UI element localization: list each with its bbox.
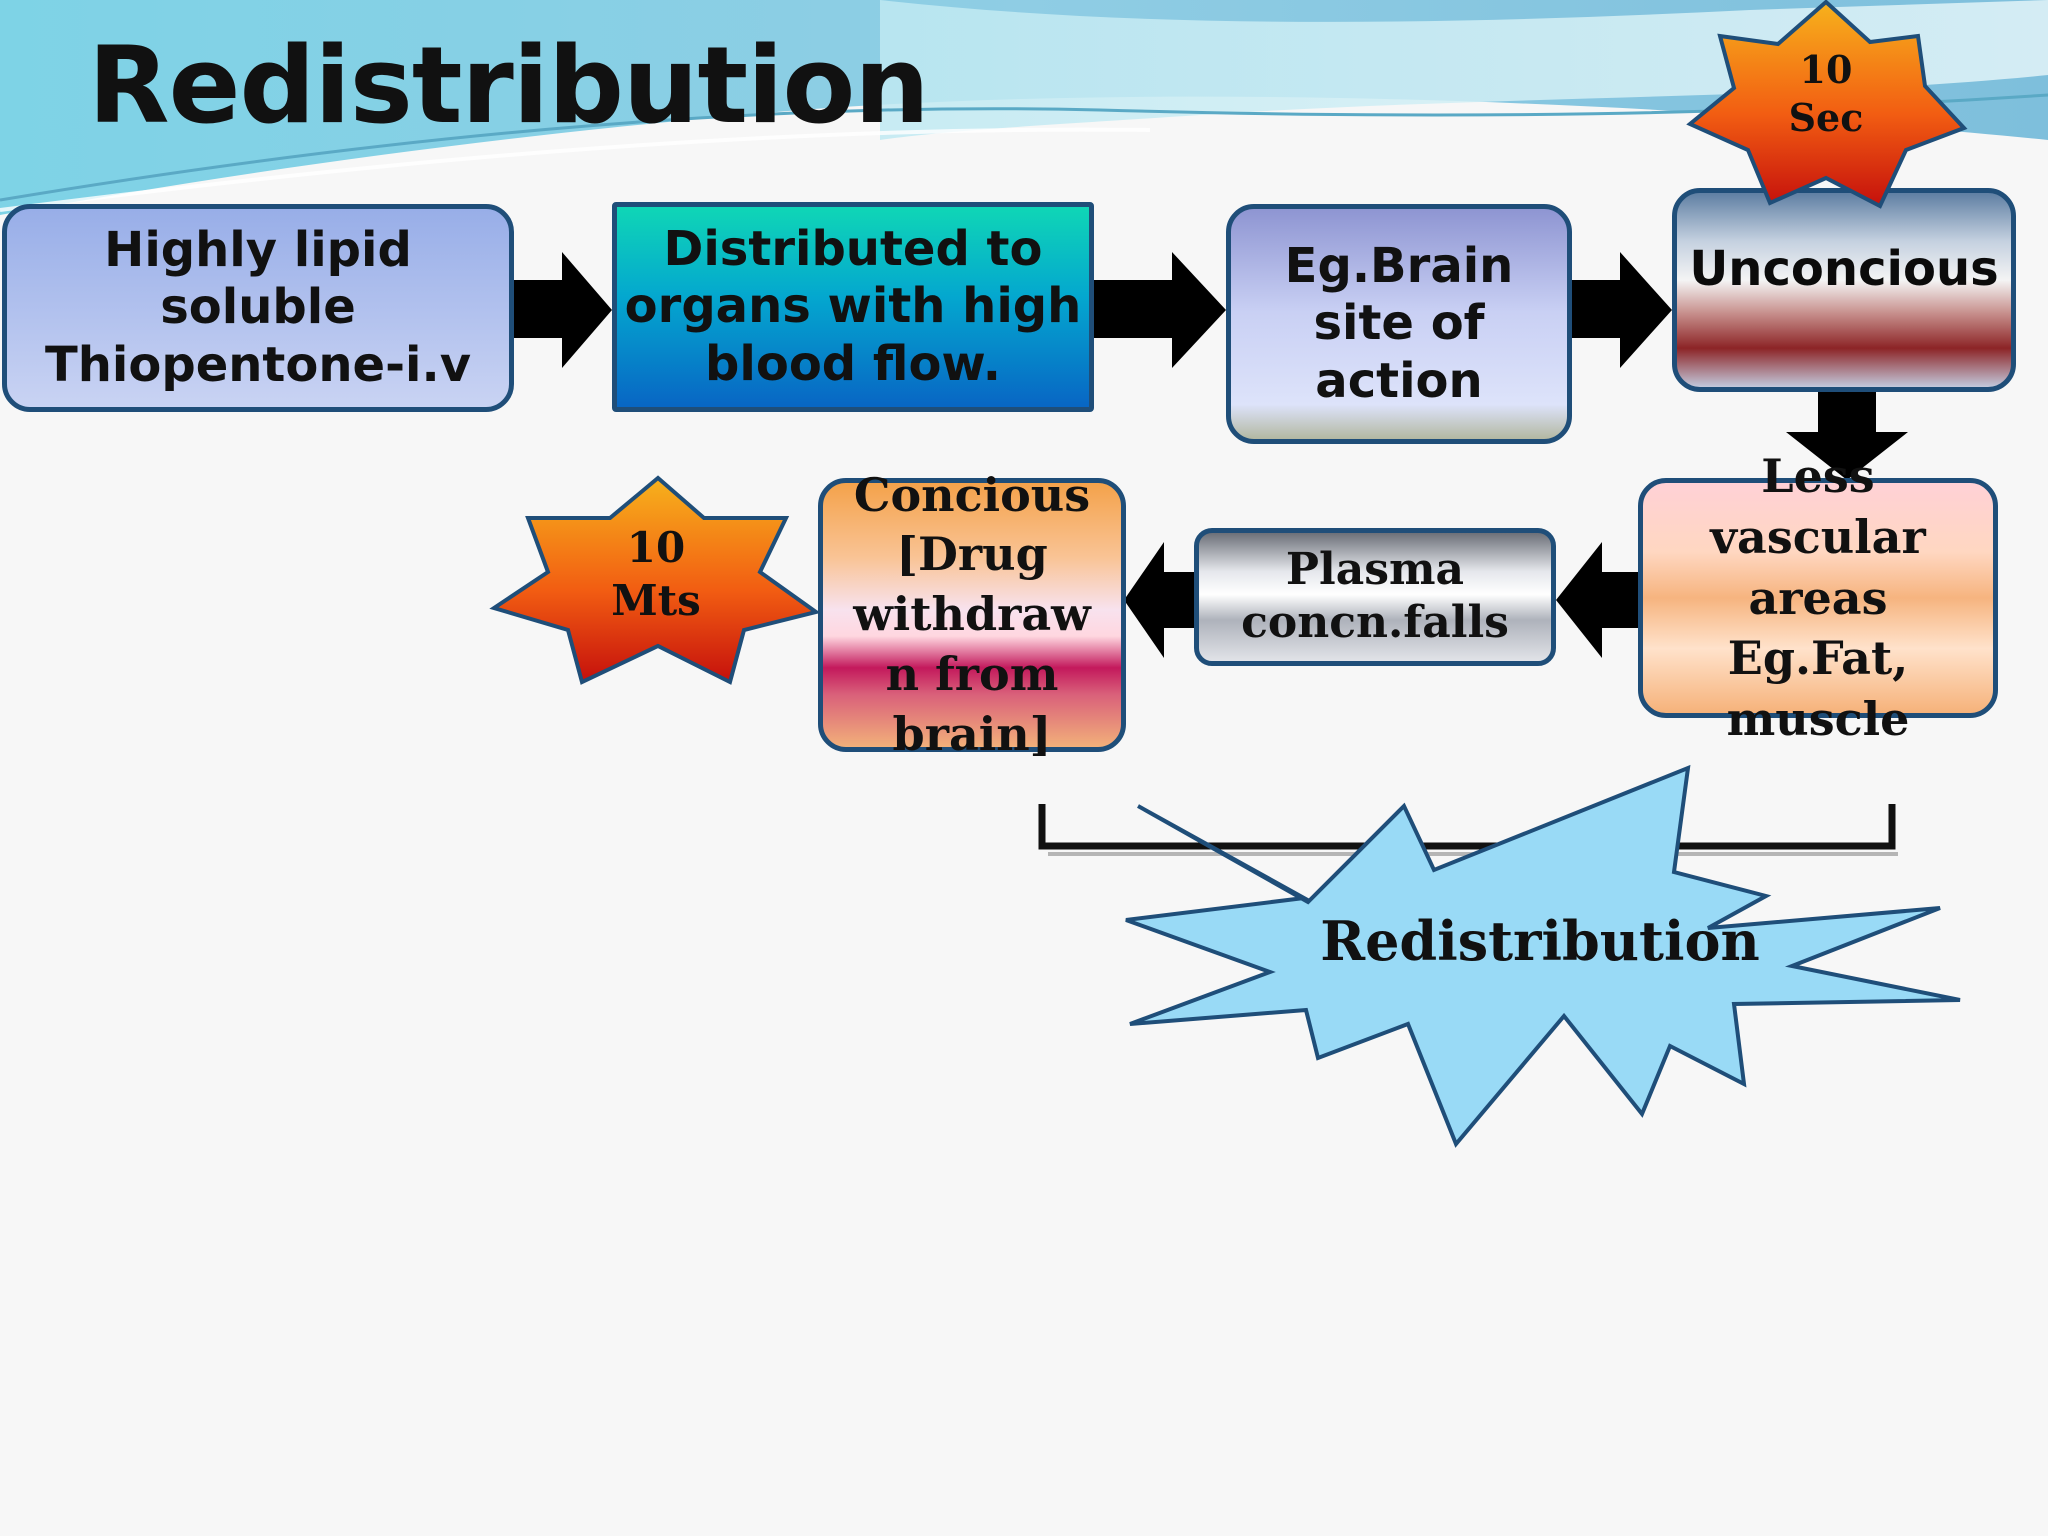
arrow-down-1 bbox=[1786, 392, 1908, 480]
star-burst-10-sec bbox=[1686, 0, 1968, 209]
arrow-left-2 bbox=[1124, 542, 1194, 658]
page-title: Redistribution bbox=[88, 24, 930, 147]
arrow-right-2 bbox=[1094, 252, 1226, 368]
box-plasma-concentration-falls: Plasma concn.falls bbox=[1194, 528, 1556, 666]
star-burst-10-mts bbox=[489, 475, 821, 685]
box-highly-lipid-soluble: Highly lipid soluble Thiopentone-i.v bbox=[2, 204, 514, 412]
burst-redistribution-label: Redistribution bbox=[1320, 909, 1760, 973]
box-less-vascular-areas: Less vascular areas Eg.Fat, muscle bbox=[1638, 449, 1998, 746]
box-conscious-text: Concious [Drug withdraw n from brain] bbox=[853, 467, 1091, 761]
box-plasma-text: Plasma concn.falls bbox=[1241, 544, 1509, 648]
arrow-right-1 bbox=[514, 252, 612, 368]
redistribution-bracket bbox=[1038, 804, 1896, 850]
box-brain-text: Eg.Brain site of action bbox=[1284, 237, 1514, 409]
box-less-vascular-text: Less vascular areas Eg.Fat, muscle bbox=[1710, 449, 1926, 747]
box-unconscious-text: Unconcious bbox=[1689, 241, 1999, 298]
box-lipid-text: Highly lipid soluble Thiopentone-i.v bbox=[45, 221, 471, 393]
box-unconscious: Unconcious bbox=[1672, 188, 2016, 392]
box-conscious-drug-withdrawn: Concious [Drug withdraw n from brain] bbox=[818, 468, 1126, 761]
box-distributed-to-organs: Distributed to organs with high blood fl… bbox=[612, 202, 1094, 412]
burst-10-sec-label: 10 Sec bbox=[1788, 47, 1864, 140]
box-distributed-text: Distributed to organs with high blood fl… bbox=[624, 220, 1082, 392]
burst-redistribution bbox=[1125, 764, 1961, 1148]
arrow-left-1 bbox=[1556, 542, 1638, 658]
burst-10-mts-label: 10 Mts bbox=[611, 523, 701, 625]
box-brain-site-of-action: Eg.Brain site of action bbox=[1226, 204, 1572, 444]
arrow-right-3 bbox=[1550, 252, 1672, 368]
